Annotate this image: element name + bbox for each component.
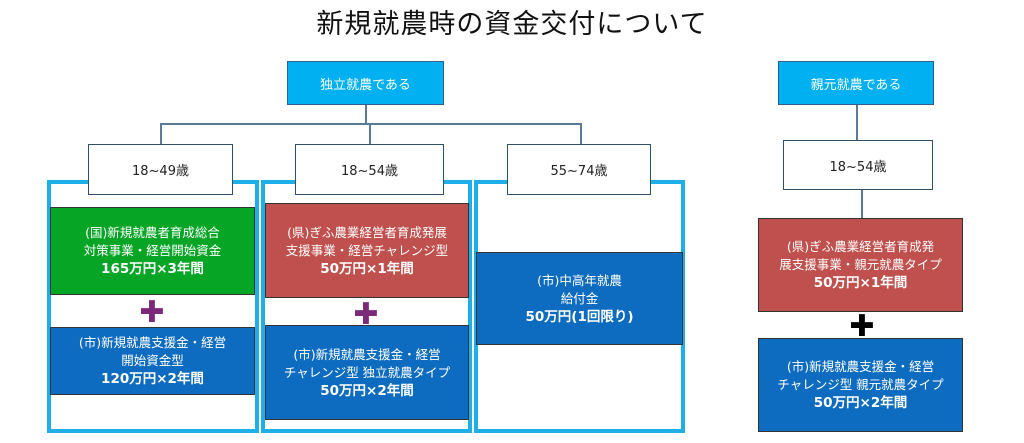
age-box: 55~74歳 — [507, 144, 651, 195]
connector-line — [160, 123, 162, 144]
plus-icon: ✚ — [849, 309, 875, 344]
box-amount: 50万円×2年間 — [320, 382, 414, 399]
age-box: 18~54歳 — [783, 140, 933, 190]
box-line: 対策事業・経営開始資金 — [83, 243, 222, 258]
box-line: チャレンジ型 独立就農タイプ — [283, 364, 451, 380]
box-line: (県)ぎふ農業経営者育成発 — [786, 239, 935, 254]
prefecture-subsidy-box: (県)ぎふ農業経営者育成発 展支援事業・親元就農タイプ 50万円×1年間 — [758, 218, 963, 312]
page-title: 新規就農時の資金交付について — [316, 9, 708, 40]
box-amount: 165万円×3年間 — [101, 261, 204, 277]
connector-line — [580, 123, 582, 144]
box-amount: 50万円(1回限り) — [525, 308, 634, 325]
plus-icon: ✚ — [353, 297, 379, 332]
box-line: (市)新規就農支援金・経営 — [293, 346, 441, 362]
prefecture-subsidy-box: (県)ぎふ農業経営者育成発展 支援事業・経営チャレンジ型 50万円×1年間 — [265, 203, 469, 298]
box-line: 開始資金型 — [121, 353, 184, 368]
connector-line — [861, 190, 863, 218]
box-line: 給付金 — [560, 290, 599, 306]
city-subsidy-box: (市)新規就農支援金・経営 チャレンジ型 独立就農タイプ 50万円×2年間 — [265, 325, 469, 420]
connector-line — [369, 123, 371, 144]
box-line: 支援事業・経営チャレンジ型 — [285, 242, 449, 258]
independent-farming-header: 独立就農である — [287, 61, 444, 105]
box-line: 展支援事業・親元就農タイプ — [779, 257, 942, 272]
box-line: (県)ぎふ農業経営者育成発展 — [287, 224, 447, 240]
box-line: (市)中高年就農 — [537, 272, 622, 288]
box-amount: 50万円×1年間 — [813, 275, 908, 291]
city-subsidy-box: (市)新規就農支援金・経営 開始資金型 120万円×2年間 — [50, 327, 255, 395]
age-box: 18~49歳 — [88, 144, 233, 195]
age-box: 18~54歳 — [295, 144, 444, 195]
plus-icon: ✚ — [139, 295, 165, 330]
parental-farming-header: 親元就農である — [778, 61, 934, 105]
connector-line — [365, 105, 367, 124]
middle-aged-subsidy-box: (市)中高年就農 給付金 50万円(1回限り) — [476, 252, 683, 345]
box-amount: 50万円×1年間 — [320, 260, 414, 277]
box-line: チャレンジ型 親元就農タイプ — [777, 377, 944, 392]
connector-line — [160, 123, 581, 125]
box-line: (国)新規就農者育成総合 — [85, 225, 220, 240]
connector-line — [856, 105, 858, 140]
city-subsidy-box: (市)新規就農支援金・経営 チャレンジ型 親元就農タイプ 50万円×2年間 — [758, 338, 963, 432]
box-line: (市)新規就農支援金・経営 — [786, 359, 935, 374]
box-amount: 50万円×2年間 — [813, 395, 908, 411]
box-line: (市)新規就農支援金・経営 — [78, 335, 227, 350]
national-subsidy-box: (国)新規就農者育成総合 対策事業・経営開始資金 165万円×3年間 — [50, 207, 255, 295]
box-amount: 120万円×2年間 — [101, 371, 204, 387]
